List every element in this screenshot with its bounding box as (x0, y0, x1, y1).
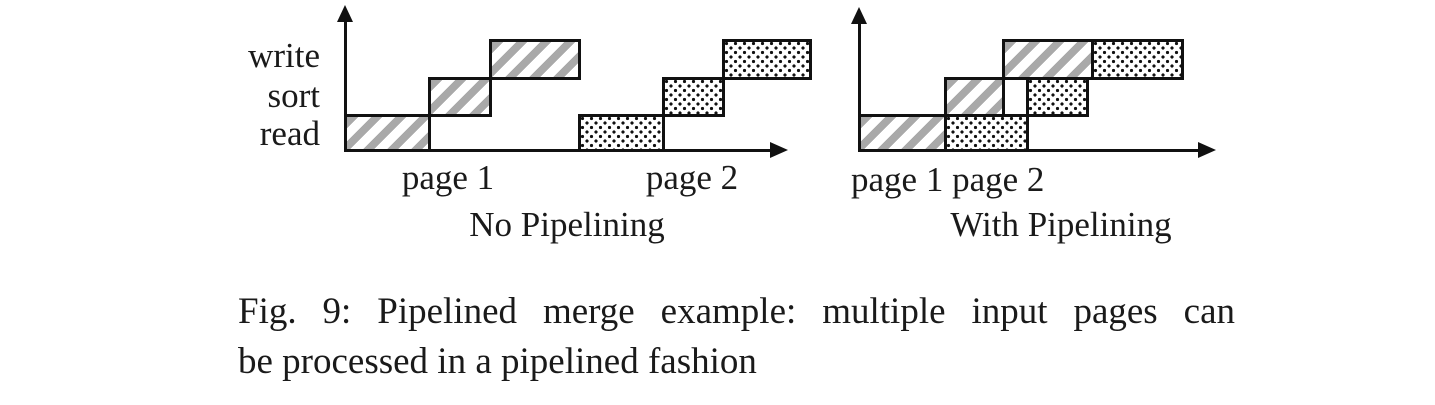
pipe-page1-sort-box (944, 77, 1005, 117)
caption-line-1: Fig. 9: Pipelined merge example: multipl… (238, 291, 1235, 332)
pipe-page2-read-box (944, 114, 1029, 152)
y-axis-arrow-icon (337, 5, 353, 22)
x-axis (344, 149, 772, 152)
x-axis-arrow-icon (770, 142, 788, 158)
y-axis-arrow-icon (851, 7, 867, 24)
no-pipe-page2-sort-box (662, 77, 725, 117)
figure-caption: Fig. 9: Pipelined merge example: multipl… (238, 287, 1235, 387)
y-axis-label-read: read (259, 114, 320, 153)
pipe-page1-read-box (858, 114, 947, 152)
x-label-page1: page 1 (401, 158, 495, 197)
no-pipe-page1-sort-box (428, 77, 492, 117)
x-axis-arrow-icon (1198, 142, 1216, 158)
no-pipe-page1-write-box (489, 39, 581, 80)
y-axis-label-sort: sort (267, 76, 321, 115)
x-label-page2: page 2 (645, 158, 739, 197)
caption-line-2: be processed in a pipelined fashion (238, 341, 757, 382)
x-label-page1: page 1 (851, 160, 944, 199)
x-label-page2: page 2 (952, 160, 1045, 199)
y-axis (344, 20, 347, 149)
y-axis (858, 22, 861, 149)
pipe-page1-write-box (1002, 39, 1094, 80)
y-axis-label-write: write (248, 36, 320, 75)
x-axis (858, 149, 1200, 152)
x-labels-pages: page 1 page 2 (851, 162, 1044, 198)
panel-title-no-pipelining: No Pipelining (469, 205, 665, 244)
pipe-page2-sort-box (1026, 77, 1089, 117)
no-pipe-page2-write-box (722, 39, 812, 80)
no-pipe-page2-read-box (578, 114, 665, 152)
no-pipe-page1-read-box (344, 114, 431, 152)
pipe-page2-write-box (1091, 39, 1184, 80)
panel-title-with-pipelining: With Pipelining (950, 205, 1172, 244)
